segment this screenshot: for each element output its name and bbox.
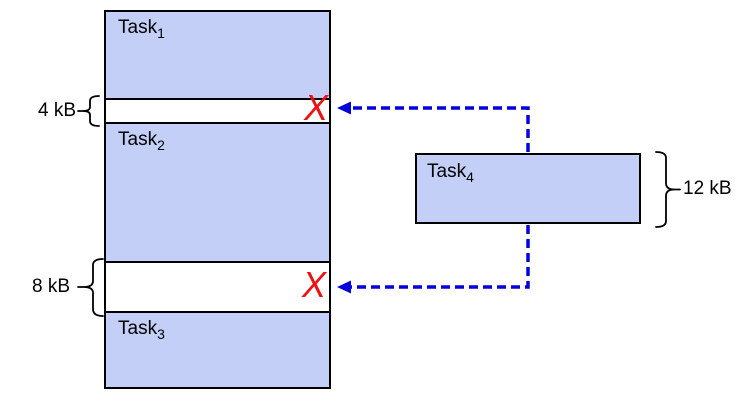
memory-column: Task1 Task2 Task3 bbox=[104, 10, 331, 389]
task1-label-sub: 1 bbox=[157, 24, 165, 41]
task4-label-base: Task bbox=[427, 161, 467, 182]
task2-block: Task2 bbox=[106, 122, 329, 263]
gap-4kb-size-label: 4 kB bbox=[37, 100, 76, 121]
reject-x-icon-8kb: X bbox=[302, 264, 327, 305]
task2-label: Task2 bbox=[106, 124, 165, 153]
brace-12kb-icon bbox=[655, 151, 681, 228]
arrowhead-left-8kb-icon bbox=[337, 280, 351, 294]
task4-label-sub: 4 bbox=[466, 168, 474, 185]
task4-label: Task4 bbox=[417, 155, 474, 185]
task2-label-base: Task bbox=[118, 129, 158, 150]
dashed-arrow-to-8kb-gap bbox=[350, 225, 530, 289]
task1-label: Task1 bbox=[106, 12, 165, 41]
task4-size-label: 12 kB bbox=[683, 178, 732, 199]
reject-x-icon-4kb: X bbox=[304, 87, 329, 128]
task3-label-sub: 3 bbox=[157, 325, 165, 342]
task1-label-base: Task bbox=[118, 17, 158, 38]
arrowhead-left-4kb-icon bbox=[337, 101, 351, 115]
brace-8kb-icon bbox=[77, 258, 104, 317]
task2-label-sub: 2 bbox=[157, 136, 165, 153]
free-gap-4kb bbox=[106, 100, 329, 122]
free-gap-8kb bbox=[106, 263, 329, 311]
task3-block: Task3 bbox=[106, 311, 329, 387]
task1-block: Task1 bbox=[106, 12, 329, 100]
brace-4kb-icon bbox=[77, 95, 100, 127]
dashed-arrow-to-4kb-gap bbox=[350, 106, 530, 152]
task3-label-base: Task bbox=[118, 318, 158, 339]
task3-label: Task3 bbox=[106, 313, 165, 342]
gap-8kb-size-label: 8 kB bbox=[31, 276, 70, 297]
task4-block: Task4 bbox=[415, 153, 641, 224]
